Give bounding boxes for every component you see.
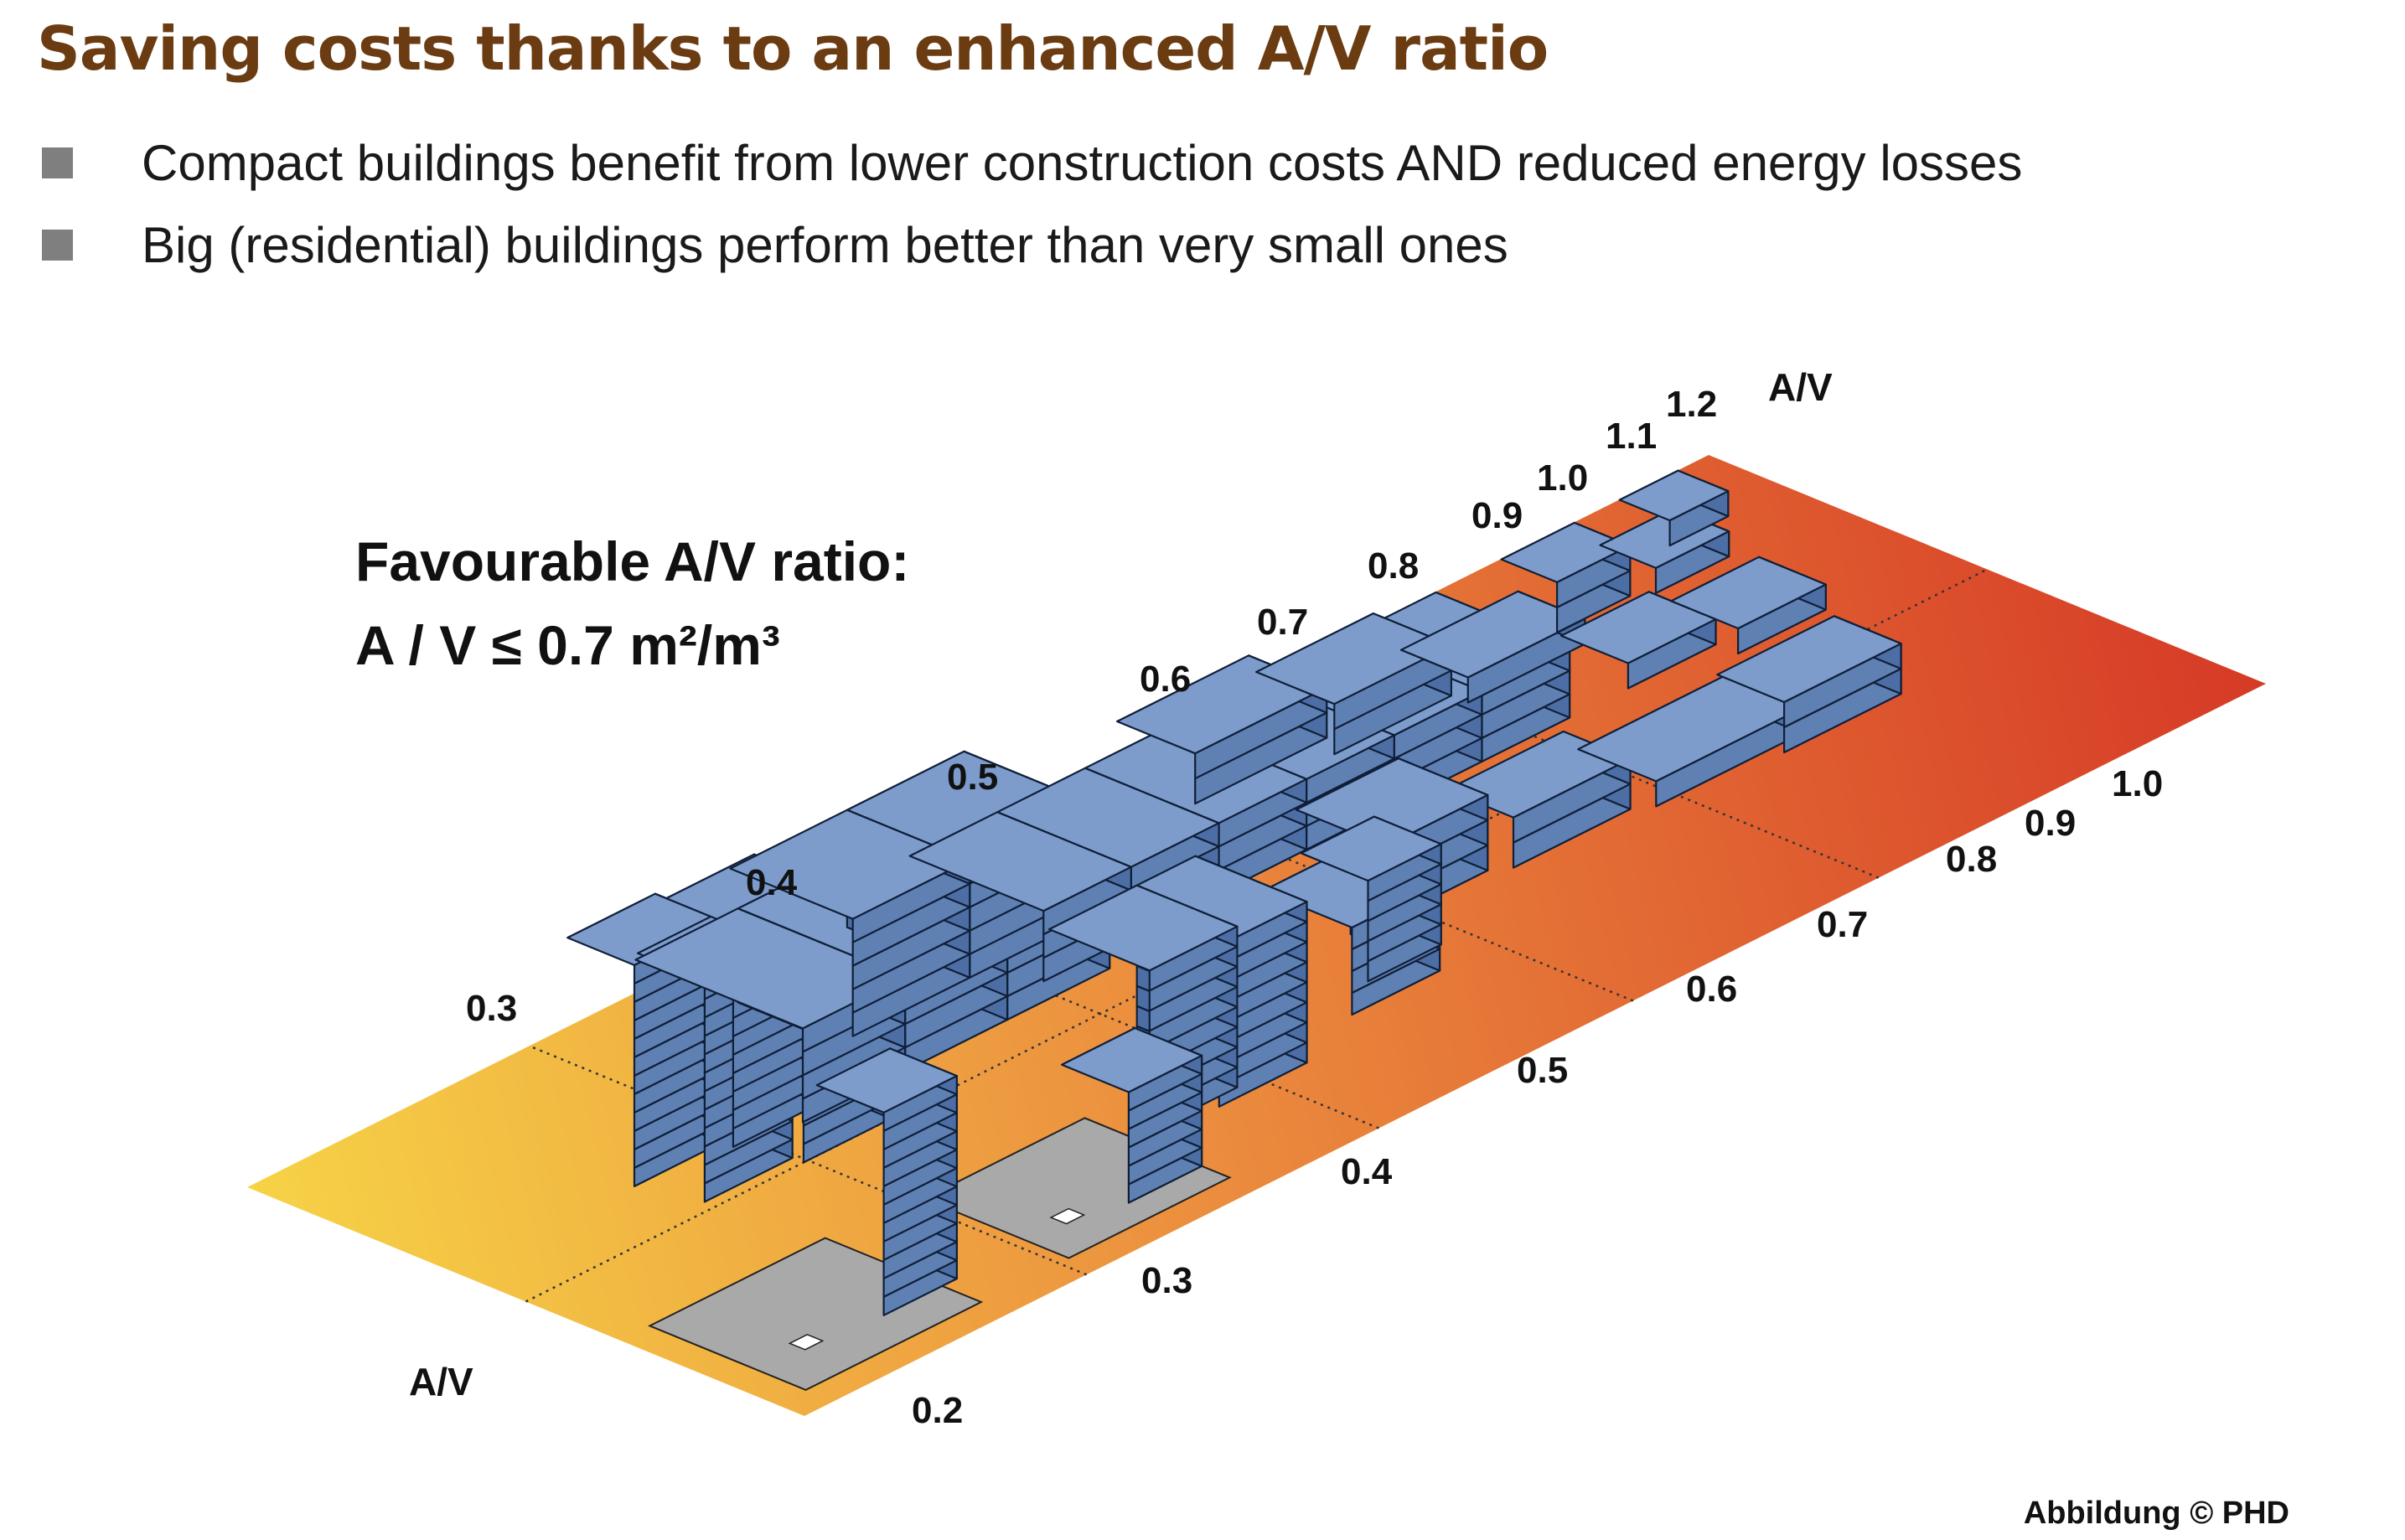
- bullet-item: Big (residential) buildings perform bett…: [42, 204, 2022, 286]
- building-roof: [1399, 590, 1586, 679]
- back-tick-label: 1.0: [1537, 457, 1588, 499]
- building-roof: [1255, 612, 1453, 705]
- back-tick-label: 0.7: [1257, 602, 1308, 643]
- front-tick-label: 0.8: [1946, 839, 1997, 880]
- back-tick-label: 0.4: [746, 862, 798, 903]
- grid-line: [529, 1045, 1088, 1276]
- bullet-text: Big (residential) buildings perform bett…: [142, 216, 1508, 273]
- bullet-square-icon: [42, 229, 73, 261]
- grid-line: [820, 898, 1379, 1129]
- back-tick-label: 0.8: [1368, 545, 1419, 587]
- slide-title: Saving costs thanks to an enhanced A/V r…: [37, 13, 1549, 84]
- axis-labels-group: 0.2 0.3 0.4 0.5 0.6 0.7 0.8 0.9 1.0 0.3 0.4 0.5 0.6 0…: [409, 365, 2163, 1431]
- building-roof: [1500, 521, 1632, 584]
- bullet-text: Compact buildings benefit from lower con…: [142, 134, 2023, 191]
- front-tick-label: 0.9: [2025, 803, 2076, 844]
- building-roof: [1047, 884, 1239, 972]
- favourable-ratio-note: Favourable A/V ratio: A / V ≤ 0.7 m²/m³: [355, 519, 909, 687]
- grid-lines-group: [525, 568, 1989, 1303]
- note-line-1: Favourable A/V ratio:: [355, 530, 910, 592]
- building-roof: [1300, 815, 1442, 882]
- back-tick-label: 0.9: [1471, 495, 1523, 536]
- back-tick-label: 0.3: [466, 988, 517, 1029]
- front-tick-label: 0.4: [1341, 1151, 1393, 1192]
- bullet-item: Compact buildings benefit from lower con…: [42, 121, 2022, 204]
- building-roof: [1618, 469, 1730, 522]
- building-roof: [729, 809, 971, 920]
- front-tick-label: 0.7: [1817, 904, 1868, 945]
- lot-marker: [1049, 1207, 1086, 1225]
- building-roof: [1060, 1026, 1203, 1093]
- front-tick-label: 0.2: [912, 1390, 963, 1431]
- back-tick-label: 1.2: [1666, 384, 1717, 425]
- building-roof: [1716, 615, 1902, 704]
- buildings-group: [566, 469, 1902, 1316]
- building-roof: [1295, 757, 1489, 848]
- note-line-2: A / V ≤ 0.7 m²/m³: [355, 614, 780, 676]
- front-tick-label: 0.5: [1517, 1050, 1568, 1091]
- building-roof: [1559, 591, 1717, 664]
- grid-line: [1321, 648, 1880, 879]
- bullet-list: Compact buildings benefit from lower con…: [42, 121, 2022, 286]
- front-axis-label: A/V: [409, 1360, 473, 1403]
- back-tick-label: 1.1: [1606, 416, 1657, 457]
- bullet-square-icon: [42, 147, 73, 178]
- back-tick-label: 0.6: [1140, 659, 1191, 700]
- building-roof: [815, 1047, 958, 1114]
- lot-marker: [788, 1333, 825, 1351]
- back-tick-label: 0.5: [947, 757, 998, 798]
- front-tick-label: 0.3: [1141, 1260, 1192, 1301]
- grid-line: [1075, 771, 1634, 1002]
- grid-line: [525, 568, 1989, 1303]
- front-tick-label: 0.6: [1686, 969, 1737, 1010]
- front-tick-label: 1.0: [2112, 763, 2163, 804]
- building-roof: [1670, 556, 1827, 630]
- image-credit: Abbildung © PHD: [2023, 1496, 2289, 1531]
- back-axis-label: A/V: [1768, 365, 1833, 409]
